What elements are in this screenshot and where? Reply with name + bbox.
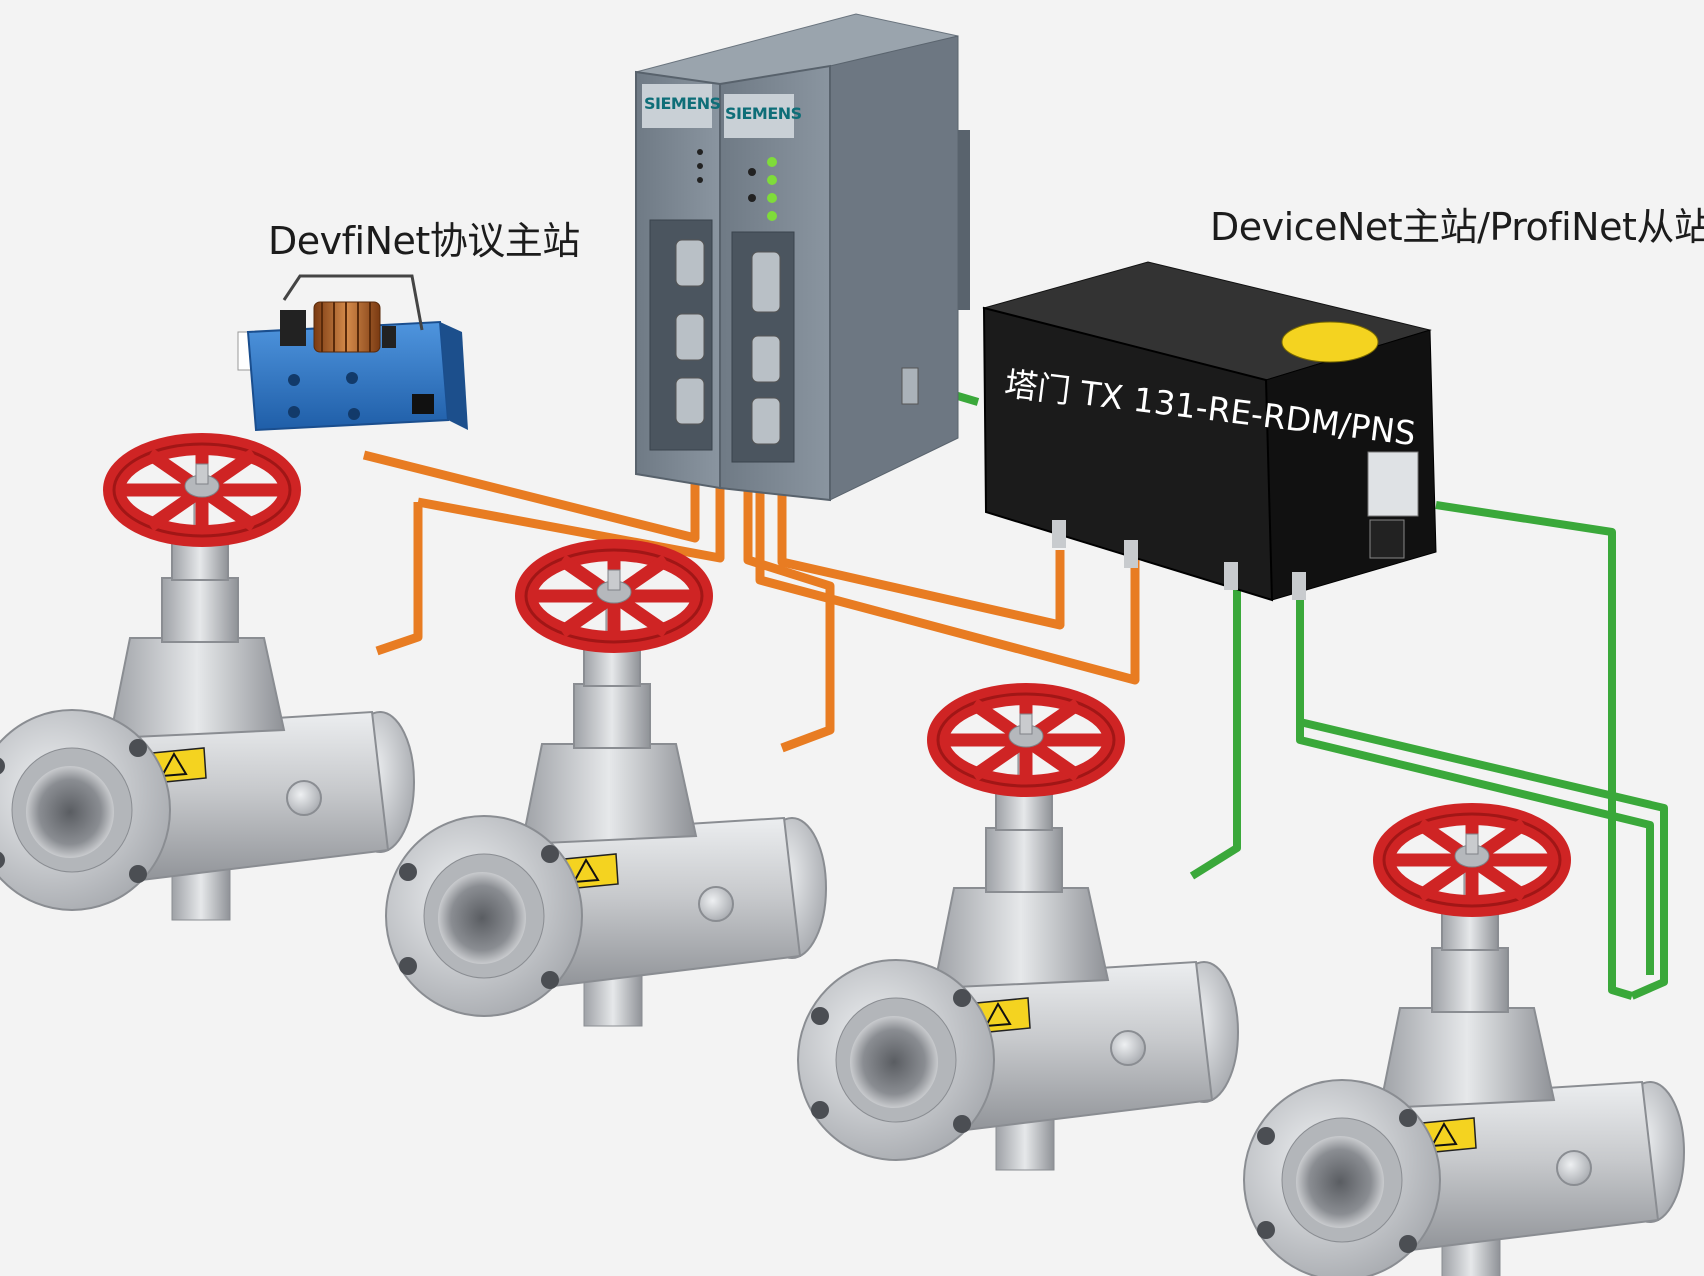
plc-brand-left: SIEMENS xyxy=(644,94,721,113)
db9-port-icon xyxy=(675,239,781,445)
status-led-icon xyxy=(748,157,777,221)
green-cables xyxy=(902,376,1668,1000)
valve-4 xyxy=(1244,814,1684,1276)
siemens-plc xyxy=(635,13,970,502)
plc-brand-right: SIEMENS xyxy=(725,104,802,123)
devicenet-master-label: DevfiNet协议主站 xyxy=(268,219,580,263)
valve-1 xyxy=(0,444,414,920)
solenoid-valve xyxy=(237,274,468,432)
devicenet-profinet-gateway xyxy=(982,261,1437,602)
valve-3 xyxy=(798,694,1238,1170)
gateway-title-label: DeviceNet主站/ProfiNet从站 xyxy=(1210,205,1704,249)
valve-2 xyxy=(386,550,826,1026)
orange-cables xyxy=(362,450,1140,753)
solenoid-coil-icon xyxy=(313,301,381,353)
